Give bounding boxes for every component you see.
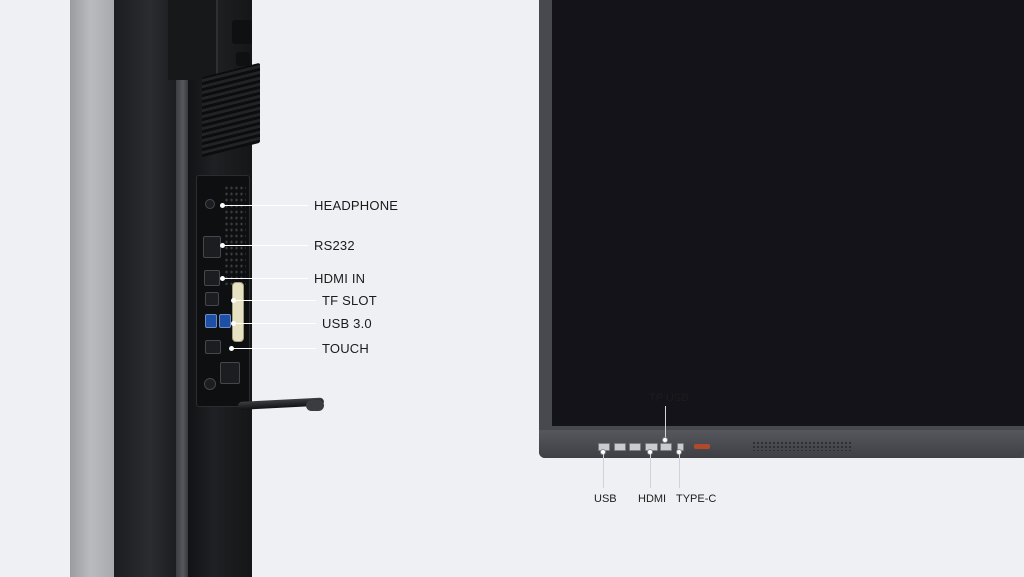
speaker-grille	[752, 441, 852, 451]
front-usb-port-3	[629, 443, 641, 451]
chassis-top-block	[168, 0, 218, 80]
touch-port	[205, 340, 221, 354]
port-panel-vent	[224, 185, 246, 285]
callout-line-hdmi	[650, 454, 651, 488]
callout-line-usb3	[235, 323, 316, 324]
callout-dot-tp-usb	[662, 437, 668, 443]
label-type-c: TYPE-C	[676, 493, 717, 505]
display-screen	[552, 0, 1024, 426]
callout-dot-headphone	[220, 203, 225, 208]
callout-dot-hdmi-in	[220, 276, 225, 281]
callout-line-tf-slot	[235, 300, 316, 301]
rs232-port	[203, 236, 221, 258]
callout-line-tp-usb	[665, 406, 666, 442]
callout-line-touch	[233, 348, 316, 349]
tf-slot-highlight	[232, 282, 244, 342]
label-usb3: USB 3.0	[322, 316, 372, 331]
callout-dot-tf-slot	[231, 298, 236, 303]
label-rs232: RS232	[314, 238, 355, 253]
power-indicator	[694, 444, 710, 449]
callout-line-hdmi-in	[224, 278, 308, 279]
label-hdmi: HDMI	[638, 493, 667, 505]
aux-jack	[220, 362, 240, 384]
label-headphone: HEADPHONE	[314, 198, 399, 213]
hdmi-in-port	[204, 270, 220, 286]
callout-line-rs232	[224, 245, 308, 246]
front-tp-usb-port	[660, 443, 672, 451]
label-touch: TOUCH	[322, 341, 369, 356]
panel-side-bezel	[114, 0, 180, 577]
label-tp-usb: TP USB	[649, 392, 689, 404]
usb3-port-2	[219, 314, 231, 328]
callout-dot-usb3	[231, 321, 236, 326]
callout-dot-touch	[229, 346, 234, 351]
label-tf-slot: TF SLOT	[322, 293, 377, 308]
front-usb-port-2	[614, 443, 626, 451]
panel-side-edge	[176, 0, 190, 577]
rear-vent	[202, 62, 260, 158]
usb3-port-1	[205, 314, 217, 328]
callout-line-usb	[603, 454, 604, 488]
headphone-port	[205, 199, 215, 209]
stylus-tip	[306, 400, 324, 411]
callout-line-type-c	[679, 454, 680, 488]
power-jack	[204, 378, 216, 390]
usb-port-1	[205, 292, 219, 306]
label-hdmi-in: HDMI IN	[314, 271, 366, 286]
callout-dot-rs232	[220, 243, 225, 248]
label-usb: USB	[594, 493, 617, 505]
wall-mount-strip	[70, 0, 116, 577]
mount-knob-upper	[232, 20, 252, 44]
mount-knob-lower	[236, 52, 250, 66]
callout-line-headphone	[224, 205, 308, 206]
